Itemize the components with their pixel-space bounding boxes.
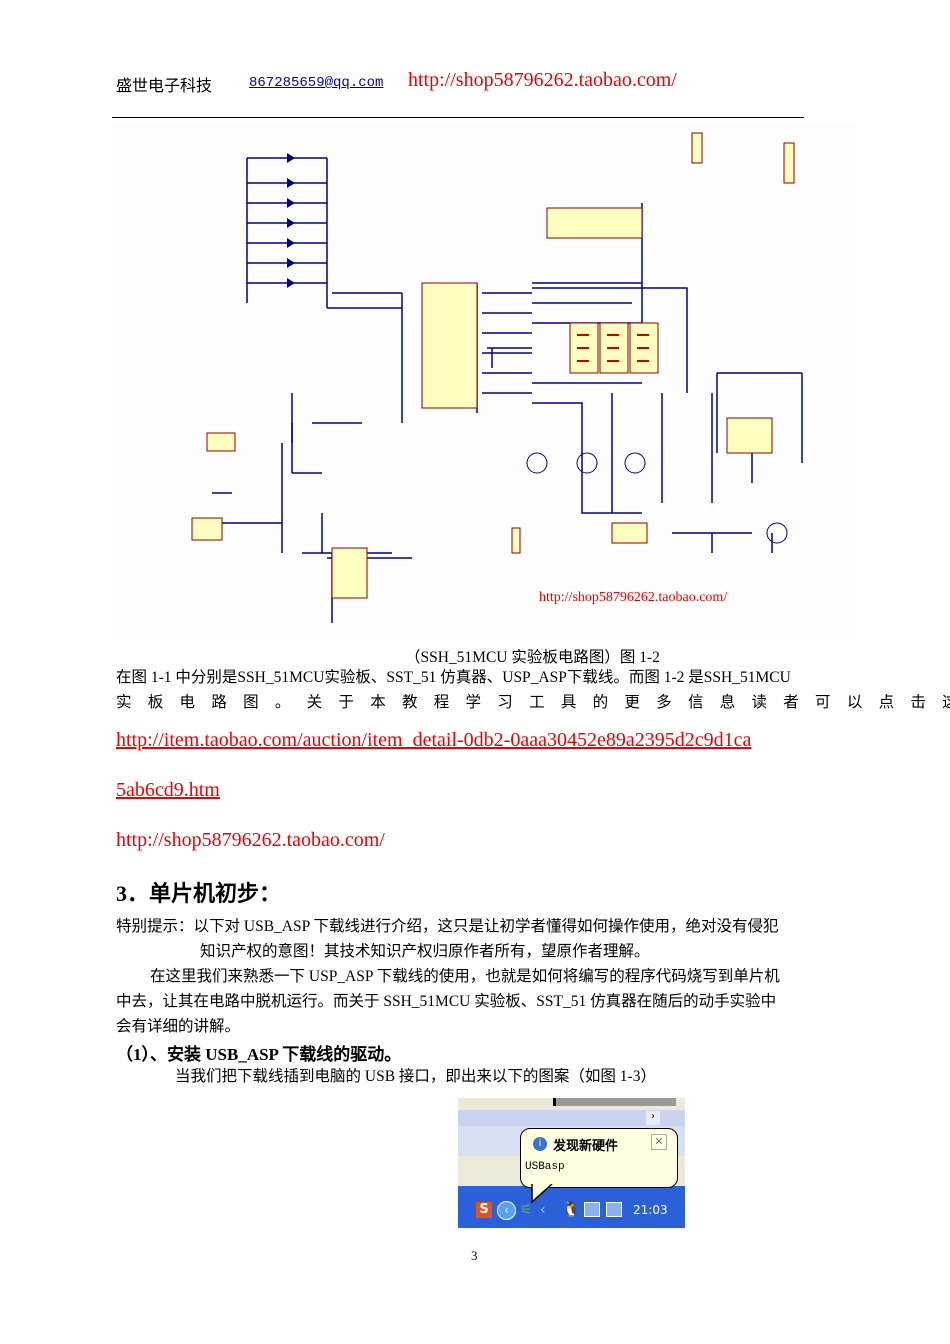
- schematic-drawing: http://shop58796262.taobao.com/: [191, 132, 803, 623]
- item-link-cont[interactable]: 5ab6cd9.htm: [116, 779, 220, 801]
- balloon-title: 发现新硬件: [553, 1139, 619, 1154]
- notice-line: 特别提示：以下对 USB_ASP 下载线进行介绍，这只是让初学者懂得如何操作使用…: [116, 918, 779, 935]
- taskbar: [458, 1186, 685, 1228]
- figure-caption: （SSH_51MCU 实验板电路图）图 1-2: [405, 649, 660, 666]
- header-url[interactable]: http://shop58796262.taobao.com/: [408, 69, 677, 91]
- usb-device-icon[interactable]: ⚟: [520, 1202, 533, 1218]
- close-icon[interactable]: ✕: [651, 1134, 667, 1150]
- page-number: 3: [471, 1248, 478, 1263]
- header-email[interactable]: 867285659@qq.com: [249, 75, 384, 91]
- paragraph-line: 实 板 电 路 图 。 关 于 本 教 程 学 习 工 具 的 更 多 信 息 …: [116, 694, 950, 711]
- window-strip: [553, 1098, 676, 1106]
- item-link[interactable]: http://item.taobao.com/auction/item_deta…: [116, 729, 752, 751]
- chevron-right-icon[interactable]: ›: [646, 1111, 660, 1125]
- bluetooth-icon[interactable]: ‹: [540, 1202, 546, 1218]
- taskbar-screenshot: › i 发现新硬件 ✕ USBasp S ‹ ⚟ ‹ 🐧 21:03: [458, 1098, 685, 1228]
- sogou-icon[interactable]: S: [476, 1202, 492, 1218]
- paragraph-line: 在这里我们来熟悉一下 USP_ASP 下载线的使用，也就是如何将编写的程序代码烧…: [150, 968, 780, 985]
- paragraph-line: 在图 1-1 中分别是SSH_51MCU实验板、SST_51 仿真器、USP_A…: [116, 669, 791, 686]
- balloon-text: USBasp: [525, 1161, 565, 1173]
- qq-icon[interactable]: 🐧: [562, 1200, 581, 1218]
- balloon-tooltip[interactable]: i 发现新硬件 ✕ USBasp: [520, 1128, 678, 1188]
- shop-link[interactable]: http://shop58796262.taobao.com/: [116, 829, 385, 851]
- section-title: 3．单片机初步：: [116, 881, 282, 906]
- circuit-schematic: http://shop58796262.taobao.com/: [112, 123, 857, 638]
- chevron-left-icon[interactable]: ‹: [497, 1201, 516, 1220]
- notice-line: 知识产权的意图！其技术知识产权归原作者所有，望原作者理解。: [200, 943, 650, 960]
- network-icon[interactable]: [584, 1202, 600, 1217]
- paragraph-line: 当我们把下载线插到电脑的 USB 接口，即出来以下的图案（如图 1-3）: [175, 1068, 656, 1085]
- scroll-strip: [458, 1110, 685, 1126]
- network-icon[interactable]: [606, 1202, 622, 1217]
- header-company: 盛世电子科技: [116, 78, 213, 95]
- balloon-pointer: [531, 1184, 553, 1204]
- paragraph-line: 会有详细的讲解。: [116, 1018, 241, 1035]
- info-icon: i: [533, 1137, 547, 1151]
- paragraph-line: 中去，让其在电路中脱机运行。而关于 SSH_51MCU 实验板、SST_51 仿…: [116, 993, 777, 1010]
- schematic-watermark: http://shop58796262.taobao.com/: [539, 590, 727, 605]
- subsection-title: （1）、安装 USB_ASP 下载线的驱动。: [116, 1045, 402, 1064]
- clock[interactable]: 21:03: [633, 1203, 668, 1217]
- header-rule: [112, 117, 804, 118]
